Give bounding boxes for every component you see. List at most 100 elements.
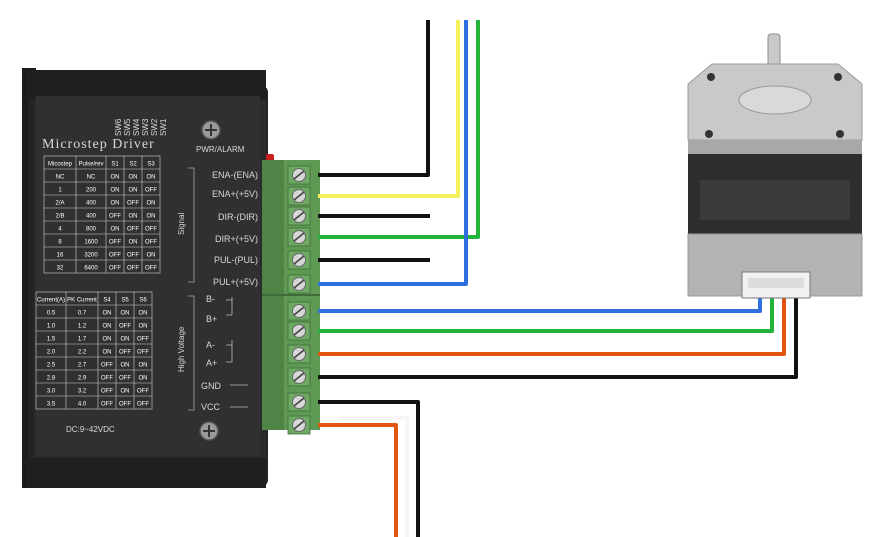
table-cell: ON xyxy=(147,213,156,219)
terminal-labels: ENA-(ENA)ENA+(+5V)DIR-(DIR)DIR+(+5V)PUL-… xyxy=(201,170,258,412)
dc-range-label: DC:9~42VDC xyxy=(66,425,115,434)
table-cell: OFF xyxy=(119,401,131,407)
table-cell: ON xyxy=(111,174,120,180)
table-cell: OFF xyxy=(109,213,121,219)
table-cell: 2/B xyxy=(55,213,64,219)
table-cell: 16 xyxy=(57,252,64,258)
table-cell: 2.9 xyxy=(78,375,87,381)
table-header-cell: Pulse/rev xyxy=(78,161,103,167)
table-cell: 1600 xyxy=(84,239,98,245)
terminal-screw-icon xyxy=(287,227,311,247)
signal-terminal-label: ENA-(ENA) xyxy=(212,170,258,180)
table-cell: OFF xyxy=(101,362,113,368)
table-cell: 1.7 xyxy=(78,336,87,342)
table-cell: 2.0 xyxy=(47,349,56,355)
table-cell: ON xyxy=(103,323,112,329)
table-cell: ON xyxy=(147,252,156,258)
table-cell: OFF xyxy=(127,226,139,232)
table-cell: OFF xyxy=(101,401,113,407)
table-cell: 2.7 xyxy=(78,362,87,368)
table-cell: ON xyxy=(121,362,130,368)
signal-terminal-label: ENA+(+5V) xyxy=(212,189,258,199)
switch-label: SW5 xyxy=(123,118,132,136)
table-cell: OFF xyxy=(145,187,157,193)
terminal-blocks xyxy=(262,160,320,435)
table-cell: OFF xyxy=(137,336,149,342)
table-cell: 1.5 xyxy=(47,336,56,342)
table-cell: 3200 xyxy=(84,252,98,258)
table-cell: OFF xyxy=(109,239,121,245)
power-group-label: High Voltage xyxy=(177,326,186,372)
switch-label: SW1 xyxy=(159,118,168,136)
table-cell: 2.5 xyxy=(47,362,56,368)
power-terminal-label: A- xyxy=(206,340,215,350)
terminal-screw-icon xyxy=(287,186,311,206)
table-header-cell: PK Current xyxy=(67,297,97,303)
pwr-alarm-label: PWR/ALARM xyxy=(196,145,245,154)
wire-gnd xyxy=(318,400,420,537)
table-cell: OFF xyxy=(145,265,157,271)
table-cell: ON xyxy=(111,187,120,193)
table-cell: 3.2 xyxy=(78,388,87,394)
table-cell: 1.0 xyxy=(47,323,56,329)
table-cell: OFF xyxy=(109,252,121,258)
table-cell: 4.0 xyxy=(78,401,87,407)
table-cell: NC xyxy=(87,174,96,180)
wire-vcc xyxy=(318,423,398,537)
table-cell: OFF xyxy=(119,349,131,355)
table-cell: OFF xyxy=(137,349,149,355)
table-header-cell: S4 xyxy=(103,297,111,303)
table-cell: ON xyxy=(121,388,130,394)
table-cell: ON xyxy=(111,226,120,232)
table-cell: ON xyxy=(121,336,130,342)
screw-icon xyxy=(199,421,219,441)
table-cell: OFF xyxy=(137,388,149,394)
terminal-screw-icon xyxy=(287,165,311,435)
switch-label: SW3 xyxy=(141,118,150,136)
table-cell: ON xyxy=(147,174,156,180)
table-cell: OFF xyxy=(119,375,131,381)
table-cell: OFF xyxy=(127,252,139,258)
motor-icon xyxy=(687,33,863,299)
table-cell: ON xyxy=(129,239,138,245)
wires xyxy=(318,20,798,537)
table-cell: 0.7 xyxy=(78,310,87,316)
screw-icon xyxy=(201,120,221,140)
table-cell: 0.5 xyxy=(47,310,56,316)
table-cell: ON xyxy=(147,200,156,206)
table-cell: 800 xyxy=(86,226,97,232)
wire-ena-minus xyxy=(318,20,430,177)
table-cell: OFF xyxy=(137,401,149,407)
table-cell: 2.2 xyxy=(78,349,87,355)
wire-pul-plus xyxy=(318,20,468,286)
table-cell: OFF xyxy=(127,265,139,271)
table-header-cell: Current(A) xyxy=(37,297,65,303)
table-cell: NC xyxy=(56,174,65,180)
switch-label: SW2 xyxy=(150,118,159,136)
terminal-screw-icon xyxy=(287,392,311,412)
terminal-screw-icon xyxy=(287,165,311,185)
terminal-screw-icon xyxy=(287,321,311,341)
table-cell: ON xyxy=(111,200,120,206)
table-cell: ON xyxy=(139,362,148,368)
table-cell: OFF xyxy=(145,226,157,232)
switch-label: SW6 xyxy=(114,118,123,136)
table-cell: 32 xyxy=(57,265,64,271)
table-header-cell: S5 xyxy=(121,297,129,303)
power-terminal-label: B- xyxy=(206,294,215,304)
wire-ena-plus xyxy=(318,20,460,198)
signal-group-label: Signal xyxy=(177,213,186,235)
table-cell: ON xyxy=(129,187,138,193)
table-cell: OFF xyxy=(109,265,121,271)
table-cell: ON xyxy=(103,336,112,342)
table-cell: 400 xyxy=(86,200,97,206)
driver-title: Microstep Driver xyxy=(42,137,155,152)
power-terminal-label: A+ xyxy=(206,358,217,368)
terminal-screw-icon xyxy=(287,344,311,364)
table-cell: 3.5 xyxy=(47,401,56,407)
terminal-screw-icon xyxy=(287,415,311,435)
